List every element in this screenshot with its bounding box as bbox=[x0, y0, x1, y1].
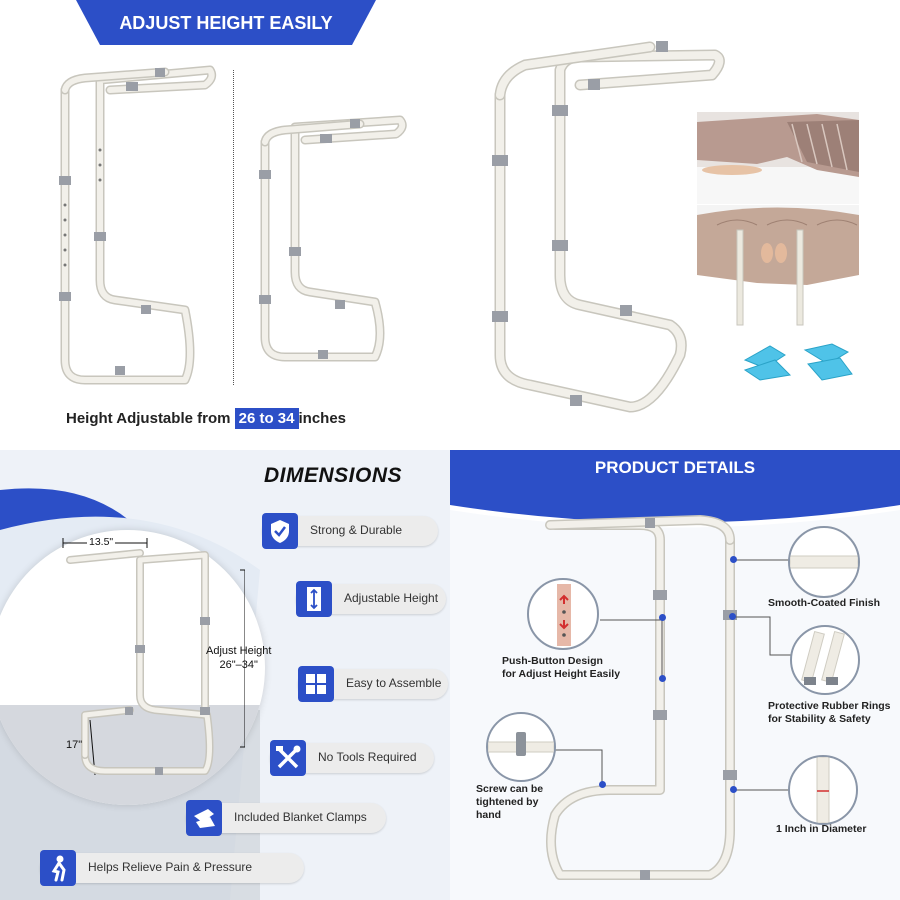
circle-diameter bbox=[788, 755, 858, 825]
dot-diameter bbox=[730, 786, 737, 793]
feature-label: Helps Relieve Pain & Pressure bbox=[88, 860, 253, 874]
circle-screw bbox=[486, 712, 556, 782]
label-screw-line2: tightened by bbox=[476, 796, 539, 808]
caption-highlight: 26 to 34 bbox=[234, 408, 299, 429]
photo-feet-under-frame bbox=[697, 205, 859, 330]
detail-frame bbox=[545, 515, 737, 880]
label-diameter: 1 Inch in Diameter bbox=[776, 823, 867, 835]
tools-crossed-icon bbox=[270, 740, 306, 776]
label-smooth-finish: Smooth-Coated Finish bbox=[768, 597, 880, 609]
feature-label: Strong & Durable bbox=[310, 523, 403, 537]
label-push-line1: Push-Button Design bbox=[502, 655, 603, 667]
panel-adjust-height: ADJUST HEIGHT EASILY bbox=[0, 0, 450, 450]
label-push-button: Push-Button Design for Adjust Height Eas… bbox=[502, 655, 620, 681]
label-rings-line2: for Stability & Safety bbox=[768, 713, 871, 725]
caption-prefix: Height Adjustable from bbox=[66, 410, 231, 427]
dot-push-2 bbox=[659, 675, 666, 682]
shield-check-icon bbox=[262, 513, 298, 549]
banner-adjust-height: ADJUST HEIGHT EASILY bbox=[76, 0, 376, 45]
label-push-line2: for Adjust Height Easily bbox=[502, 668, 621, 680]
banner-title: ADJUST HEIGHT EASILY bbox=[119, 13, 333, 33]
feature-easy-assemble: Easy to Assemble bbox=[298, 666, 448, 702]
circle-smooth-finish bbox=[788, 526, 860, 598]
product-details-title: PRODUCT DETAILS bbox=[594, 458, 756, 477]
clamp-icon bbox=[186, 800, 222, 836]
bed-rail-frame-short bbox=[259, 115, 407, 362]
feature-blanket-clamps: Included Blanket Clamps bbox=[186, 800, 386, 836]
label-screw: Screw can be tightened by hand bbox=[476, 783, 543, 822]
blanket-clamps-icon bbox=[743, 343, 853, 381]
divider-dotted bbox=[233, 70, 234, 385]
height-ruler-icon bbox=[296, 581, 332, 617]
circle-push-button bbox=[527, 578, 599, 650]
dot-push-1 bbox=[659, 614, 666, 621]
width-label: 13.5" bbox=[87, 536, 116, 548]
puzzle-icon bbox=[298, 666, 334, 702]
feature-label: Included Blanket Clamps bbox=[234, 810, 367, 824]
height-label-line2: 26"–34" bbox=[219, 659, 258, 671]
feature-adjustable-height: Adjustable Height bbox=[296, 581, 446, 617]
feature-label: Adjustable Height bbox=[344, 591, 439, 605]
detail-connectors bbox=[530, 559, 795, 791]
depth-label: 17" bbox=[66, 739, 83, 751]
feature-no-tools: No Tools Required bbox=[270, 740, 434, 776]
label-rubber-rings: Protective Rubber Rings for Stability & … bbox=[768, 700, 891, 726]
photo-blanket-tent bbox=[697, 112, 859, 204]
label-screw-line1: Screw can be bbox=[476, 783, 544, 795]
label-screw-line3: hand bbox=[476, 809, 502, 821]
dot-smooth bbox=[730, 556, 737, 563]
bed-rail-frame-large bbox=[492, 41, 725, 413]
dimensioned-frame bbox=[62, 538, 245, 776]
height-label-line1: Adjust Height bbox=[206, 645, 272, 657]
feature-strong-durable: Strong & Durable bbox=[262, 513, 438, 549]
feature-label: Easy to Assemble bbox=[346, 676, 442, 690]
person-pain-icon bbox=[40, 850, 76, 886]
caption-suffix: inches bbox=[298, 410, 347, 427]
feature-label: No Tools Required bbox=[318, 750, 417, 764]
dimensions-title: DIMENSIONS bbox=[264, 464, 403, 487]
height-label: Adjust Height 26"–34" bbox=[206, 644, 271, 672]
panel-product-details: PRODUCT DETAILS Smooth-Coated Fini bbox=[450, 450, 900, 900]
bed-rail-frame-tall bbox=[59, 65, 217, 385]
panel-product-photos bbox=[450, 0, 900, 450]
panel-dimensions: DIMENSIONS 13.5" Adjust Height 26"–34" 1… bbox=[0, 450, 450, 900]
feature-relieve-pain: Helps Relieve Pain & Pressure bbox=[40, 850, 304, 886]
dot-screw bbox=[599, 781, 606, 788]
dot-rings bbox=[729, 613, 736, 620]
dimensions-circle bbox=[0, 530, 265, 805]
circle-rubber-rings bbox=[790, 625, 860, 695]
label-rings-line1: Protective Rubber Rings bbox=[768, 700, 891, 712]
